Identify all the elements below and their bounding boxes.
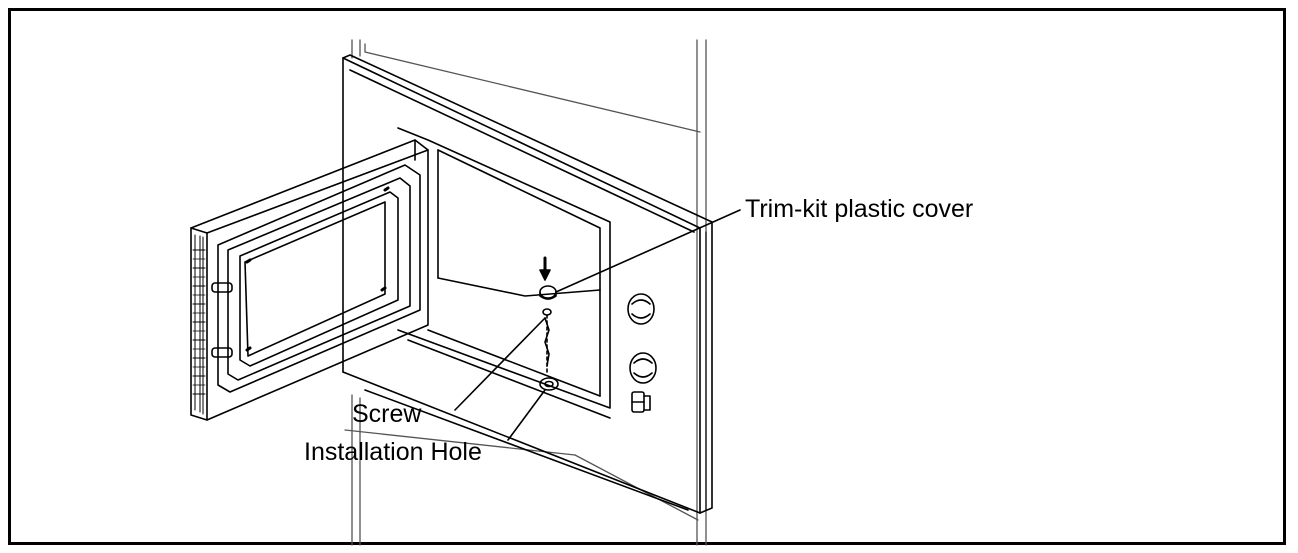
trim-frame	[342, 54, 713, 514]
diagram-frame	[8, 8, 1286, 545]
screw-assembly	[539, 256, 559, 391]
open-door	[190, 139, 429, 421]
cabinet	[344, 39, 707, 546]
callout-trim-kit-cover: Trim-kit plastic cover	[745, 195, 974, 223]
leader-lines	[454, 209, 741, 441]
callout-installation-hole: Installation Hole	[304, 438, 482, 466]
callout-screw: Screw	[352, 400, 422, 428]
